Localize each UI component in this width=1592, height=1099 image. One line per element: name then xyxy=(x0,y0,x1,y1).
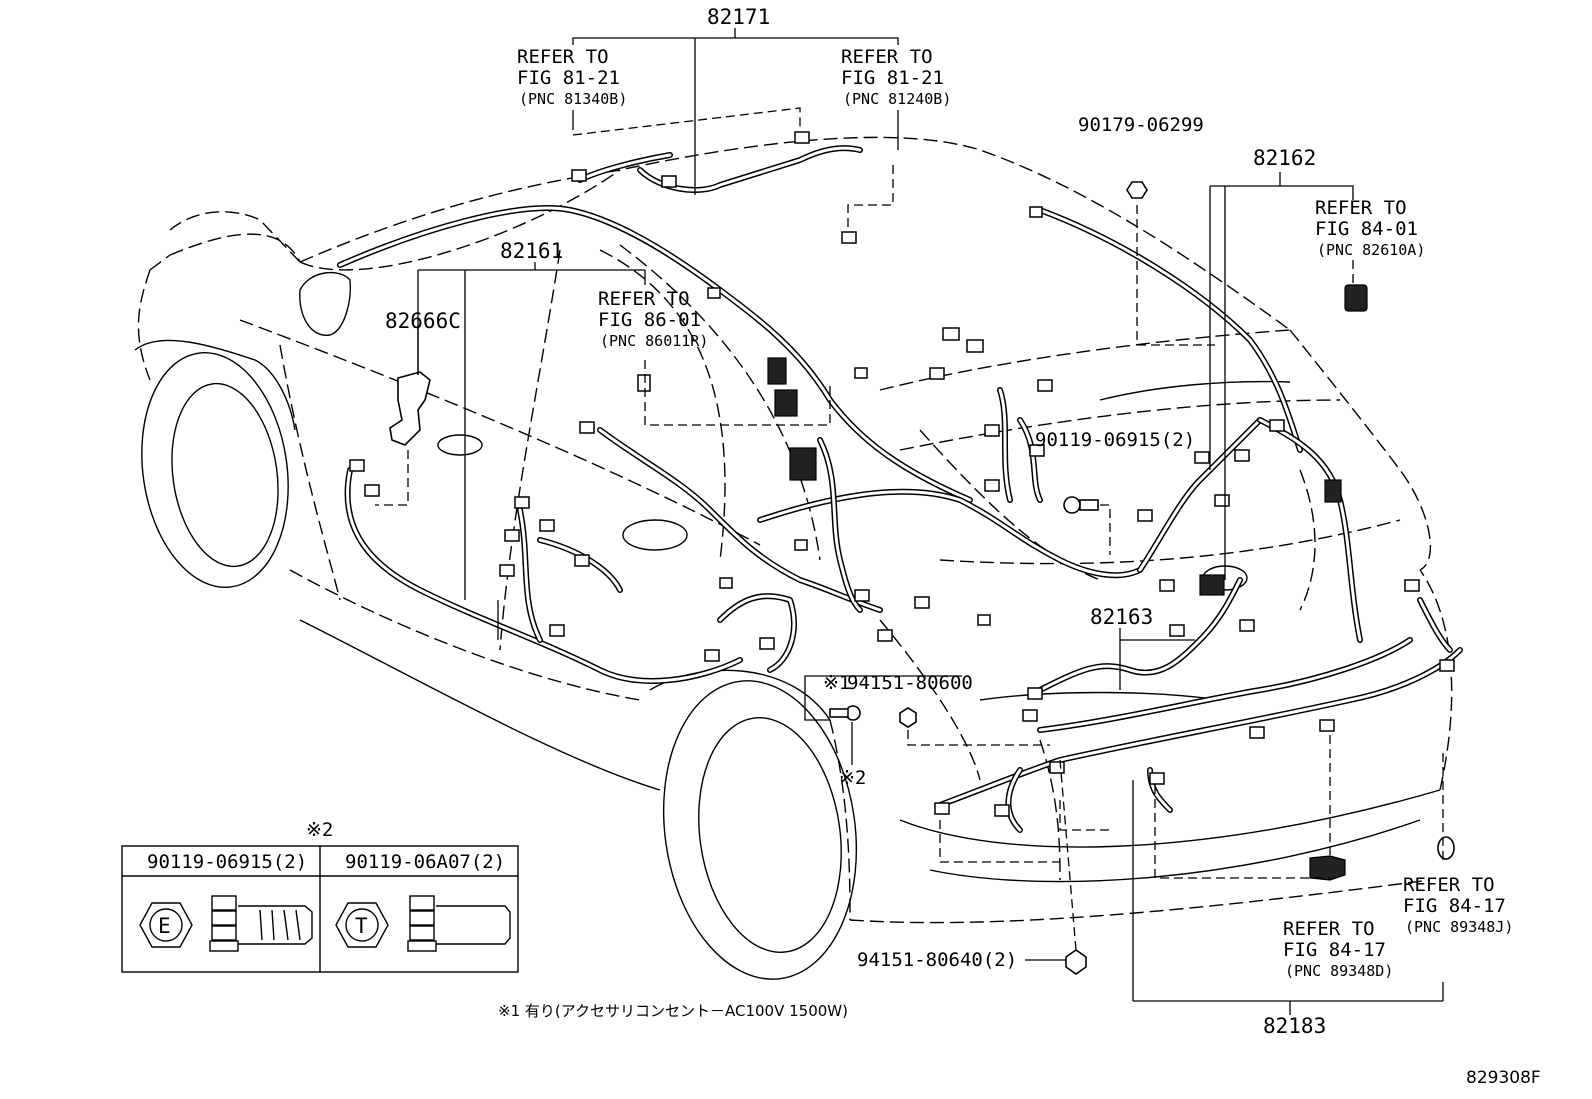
label-82171: 82171 xyxy=(707,5,770,29)
refer-89348j-pnc: (PNC 89348J) xyxy=(1405,918,1513,936)
refer-81340b-pnc: (PNC 81340B) xyxy=(519,90,627,108)
refer-86011r-line1: REFER TO xyxy=(598,288,690,310)
refer-81240b-line2: FIG 81-21 xyxy=(841,67,944,89)
label-94151-80640: 94151-80640(2) xyxy=(857,949,1017,971)
car-body-outline xyxy=(134,136,1453,980)
refer-86011r-pnc: (PNC 86011R) xyxy=(600,332,708,350)
mark-1-nut: ※1 xyxy=(823,672,850,694)
refer-89348d-line2: FIG 84-17 xyxy=(1283,939,1386,961)
label-82163: 82163 xyxy=(1090,605,1153,629)
leader-lines xyxy=(375,28,1444,1015)
inset-mark: ※2 xyxy=(306,819,333,841)
refer-89348j-line1: REFER TO xyxy=(1403,874,1495,896)
label-82666c: 82666C xyxy=(385,309,461,333)
refer-86011r-line2: FIG 86-01 xyxy=(598,309,701,331)
inset-col1-part: 90119-06915(2) xyxy=(147,851,307,873)
inset-col2-part: 90119-06A07(2) xyxy=(345,851,505,873)
label-90179-06299: 90179-06299 xyxy=(1078,114,1204,136)
connectors xyxy=(349,131,1455,817)
refer-81340b-line1: REFER TO xyxy=(517,46,609,68)
refer-81240b-pnc: (PNC 81240B) xyxy=(843,90,951,108)
label-82183: 82183 xyxy=(1263,1014,1326,1038)
part-labels: 82171 REFER TO FIG 81-21 (PNC 81340B) RE… xyxy=(385,5,1513,1038)
refer-89348d-pnc: (PNC 89348D) xyxy=(1285,962,1393,980)
mark-2-bolt: ※2 xyxy=(839,767,866,789)
hex-head-e-icon xyxy=(139,902,193,948)
refer-82610a-line1: REFER TO xyxy=(1315,197,1407,219)
label-82162: 82162 xyxy=(1253,146,1316,170)
symbol-e: E xyxy=(158,914,171,938)
refer-82610a-line2: FIG 84-01 xyxy=(1315,218,1418,240)
symbol-t: T xyxy=(355,914,368,938)
wire-harnesses xyxy=(337,145,1463,833)
refer-81340b-line2: FIG 81-21 xyxy=(517,67,620,89)
refer-89348d-line1: REFER TO xyxy=(1283,918,1375,940)
bolt-inset-table: ※2 90119-06915(2) 90119-06A07(2) E T xyxy=(121,819,519,973)
refer-89348j-line2: FIG 84-17 xyxy=(1403,895,1506,917)
label-82161: 82161 xyxy=(500,239,563,263)
refer-81240b-line1: REFER TO xyxy=(841,46,933,68)
figure-id: 829308F xyxy=(1466,1068,1541,1088)
label-94151-80600: 94151-80600 xyxy=(847,672,973,694)
bolt-side-e-icon xyxy=(209,895,313,952)
refer-82610a-pnc: (PNC 82610A) xyxy=(1317,241,1425,259)
bolt-side-t-icon xyxy=(407,895,511,952)
hex-head-t-icon xyxy=(335,902,389,948)
footnote: ※1 有り(アクセサリコンセント－AC100V 1500W) xyxy=(498,1002,848,1020)
hardware-parts xyxy=(389,181,1455,975)
label-90119-06915: 90119-06915(2) xyxy=(1035,429,1195,451)
